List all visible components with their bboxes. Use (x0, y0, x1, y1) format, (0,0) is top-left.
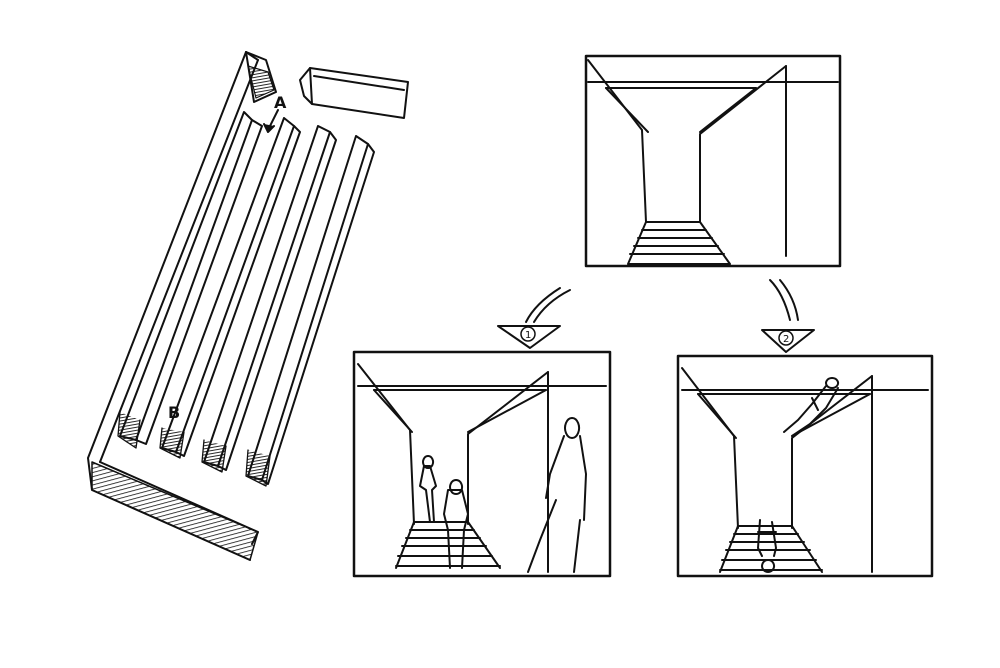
top-right-block (309, 67, 409, 119)
frame-step-1 (352, 350, 612, 578)
stairs-top (627, 221, 731, 265)
stairs-step-1 (395, 521, 501, 569)
slab-4 (247, 135, 369, 481)
step-1-circle (520, 326, 536, 342)
axonometric-plan: A B (87, 51, 409, 561)
person-walking (527, 417, 587, 573)
label-a: A (274, 93, 287, 112)
slab-2 (161, 117, 295, 453)
frame-step-2 (676, 354, 934, 578)
step-2-number: 2 (783, 334, 789, 345)
arrow-step-2: 2 (761, 279, 815, 353)
arrow-step-1: 1 (497, 287, 571, 349)
step-2-circle (778, 330, 794, 346)
top-block (245, 51, 277, 103)
figure-sliding (783, 377, 840, 437)
figure-lying (757, 519, 777, 573)
step-1-number: 1 (525, 330, 531, 341)
person-far (419, 455, 437, 523)
label-b: B (168, 403, 180, 422)
frame-top (584, 54, 842, 268)
slab-1 (119, 111, 253, 441)
person-middle (443, 479, 469, 569)
